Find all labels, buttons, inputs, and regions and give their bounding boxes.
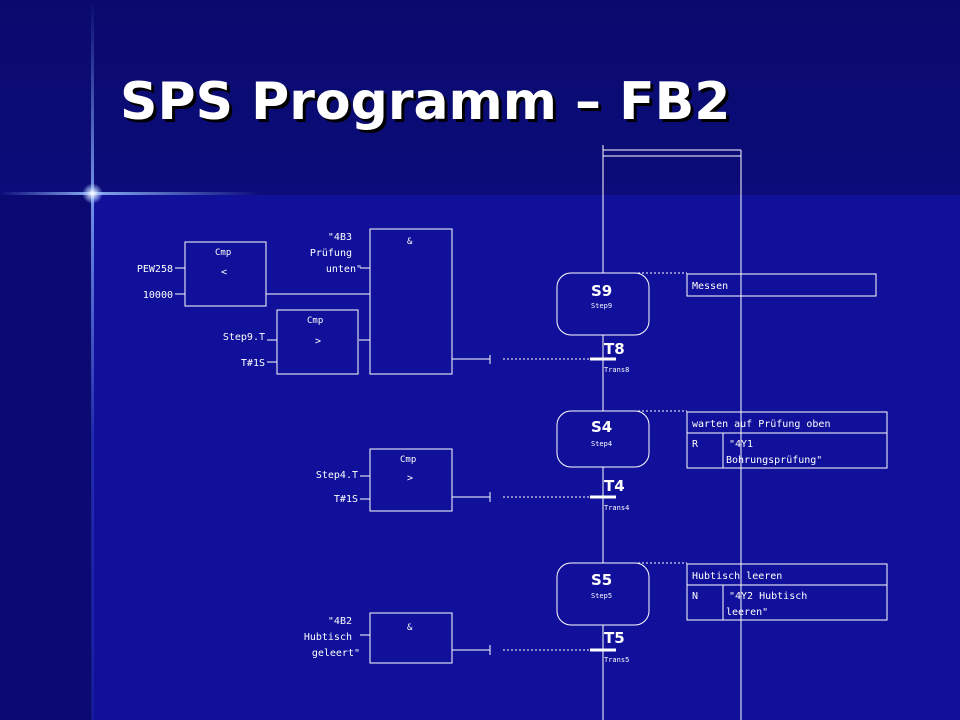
and1-header: &	[407, 237, 413, 247]
step-s4-id: S4	[591, 418, 612, 436]
action-s4-qualifier: R	[692, 439, 699, 450]
transition-t8-name: Trans8	[604, 366, 629, 374]
step-s5-name: Step5	[591, 592, 612, 600]
action-s4-line2: Bohrungsprüfung"	[726, 455, 822, 466]
cmp3-block	[369, 448, 453, 512]
cmp3-operator: >	[407, 473, 413, 484]
transition-t4-id: T4	[604, 477, 625, 495]
action-s5-line1: "4Y2 Hubtisch	[729, 591, 807, 602]
cmp3-header: Cmp	[400, 455, 416, 465]
transition-t5-name: Trans5	[604, 656, 629, 664]
step-s5-id: S5	[591, 571, 612, 589]
and1-label-line1: "4B3	[328, 232, 352, 243]
step-box-s5	[556, 562, 650, 626]
cmp3-input2: T#1S	[334, 494, 358, 505]
cmp1-header: Cmp	[215, 248, 231, 258]
and2-block	[369, 612, 453, 664]
step-s9-name: Step9	[591, 302, 612, 310]
and1-label-line3: unten"	[326, 264, 362, 275]
cmp1-input1: PEW258	[137, 264, 173, 275]
cmp2-block	[276, 309, 359, 375]
and2-label-line3: geleert"	[312, 648, 360, 659]
action-block-s9	[686, 273, 877, 297]
action-block-s5	[686, 563, 888, 621]
and1-label-line2: Prüfung	[310, 248, 352, 259]
light-flare-horizontal	[0, 192, 260, 195]
step-s4-name: Step4	[591, 440, 612, 448]
and2-label-line1: "4B2	[328, 616, 352, 627]
action-s4-title: warten auf Prüfung oben	[692, 419, 830, 430]
action-s4-line1: "4Y1	[729, 439, 753, 450]
and2-label-line2: Hubtisch	[304, 632, 352, 643]
transition-t4-name: Trans4	[604, 504, 629, 512]
action-block-s4	[686, 411, 888, 469]
cmp2-operator: >	[315, 336, 321, 347]
cmp1-block	[184, 241, 267, 307]
slide-title: SPS Programm – FB2	[120, 72, 731, 132]
cmp2-header: Cmp	[307, 316, 323, 326]
action-s5-qualifier: N	[692, 591, 698, 602]
cmp1-input2: 10000	[143, 290, 173, 301]
step-box-s9	[556, 272, 650, 336]
cmp1-operator: <	[221, 267, 227, 278]
cmp3-input1: Step4.T	[316, 470, 358, 481]
background-left-strip	[0, 195, 92, 720]
transition-t5-id: T5	[604, 629, 625, 647]
transition-t8-id: T8	[604, 340, 625, 358]
background-top	[0, 0, 960, 195]
step-box-s4	[556, 410, 650, 468]
and1-block	[369, 228, 453, 375]
light-flare-star	[82, 183, 103, 204]
and2-header: &	[407, 623, 413, 633]
cmp2-input2: T#1S	[241, 358, 265, 369]
light-flare-vertical	[91, 0, 94, 720]
step-s9-id: S9	[591, 282, 612, 300]
background-main-panel	[92, 195, 960, 720]
action-s9-title: Messen	[692, 281, 728, 292]
action-s5-title: Hubtisch leeren	[692, 571, 782, 582]
action-s5-line2: leeren"	[726, 607, 768, 618]
cmp2-input1: Step9.T	[223, 332, 265, 343]
